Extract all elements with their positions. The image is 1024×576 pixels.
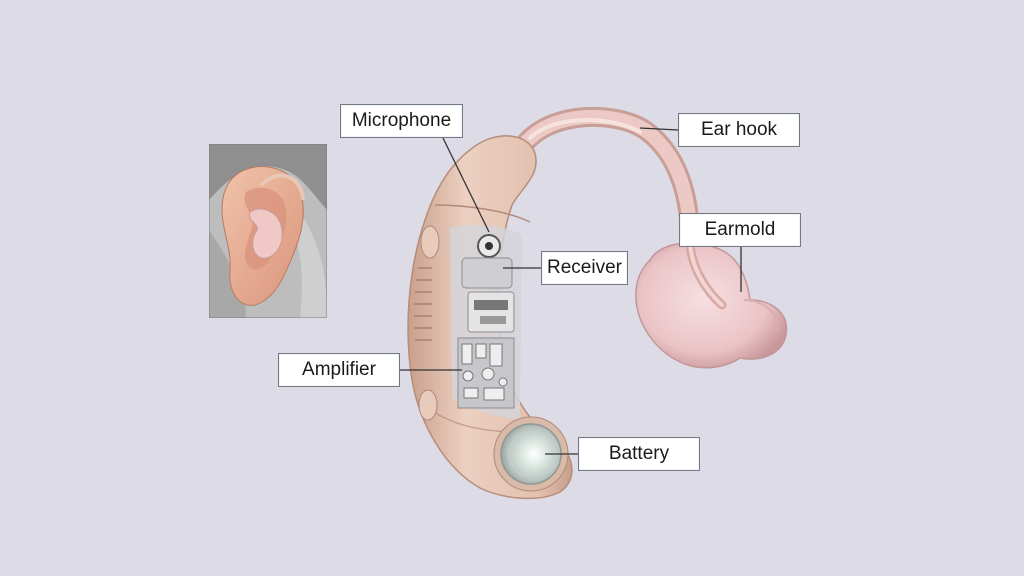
label-microphone: Microphone	[340, 104, 463, 138]
internal-components	[450, 224, 522, 420]
label-ear-hook: Ear hook	[678, 113, 800, 147]
label-amplifier: Amplifier	[278, 353, 400, 387]
earmold-shape	[635, 235, 788, 369]
ear-inset-illustration	[209, 144, 327, 318]
leader-lines	[400, 127, 742, 455]
battery-door	[493, 416, 569, 492]
label-battery: Battery	[578, 437, 700, 471]
label-earmold: Earmold	[679, 213, 801, 247]
label-receiver: Receiver	[541, 251, 628, 285]
